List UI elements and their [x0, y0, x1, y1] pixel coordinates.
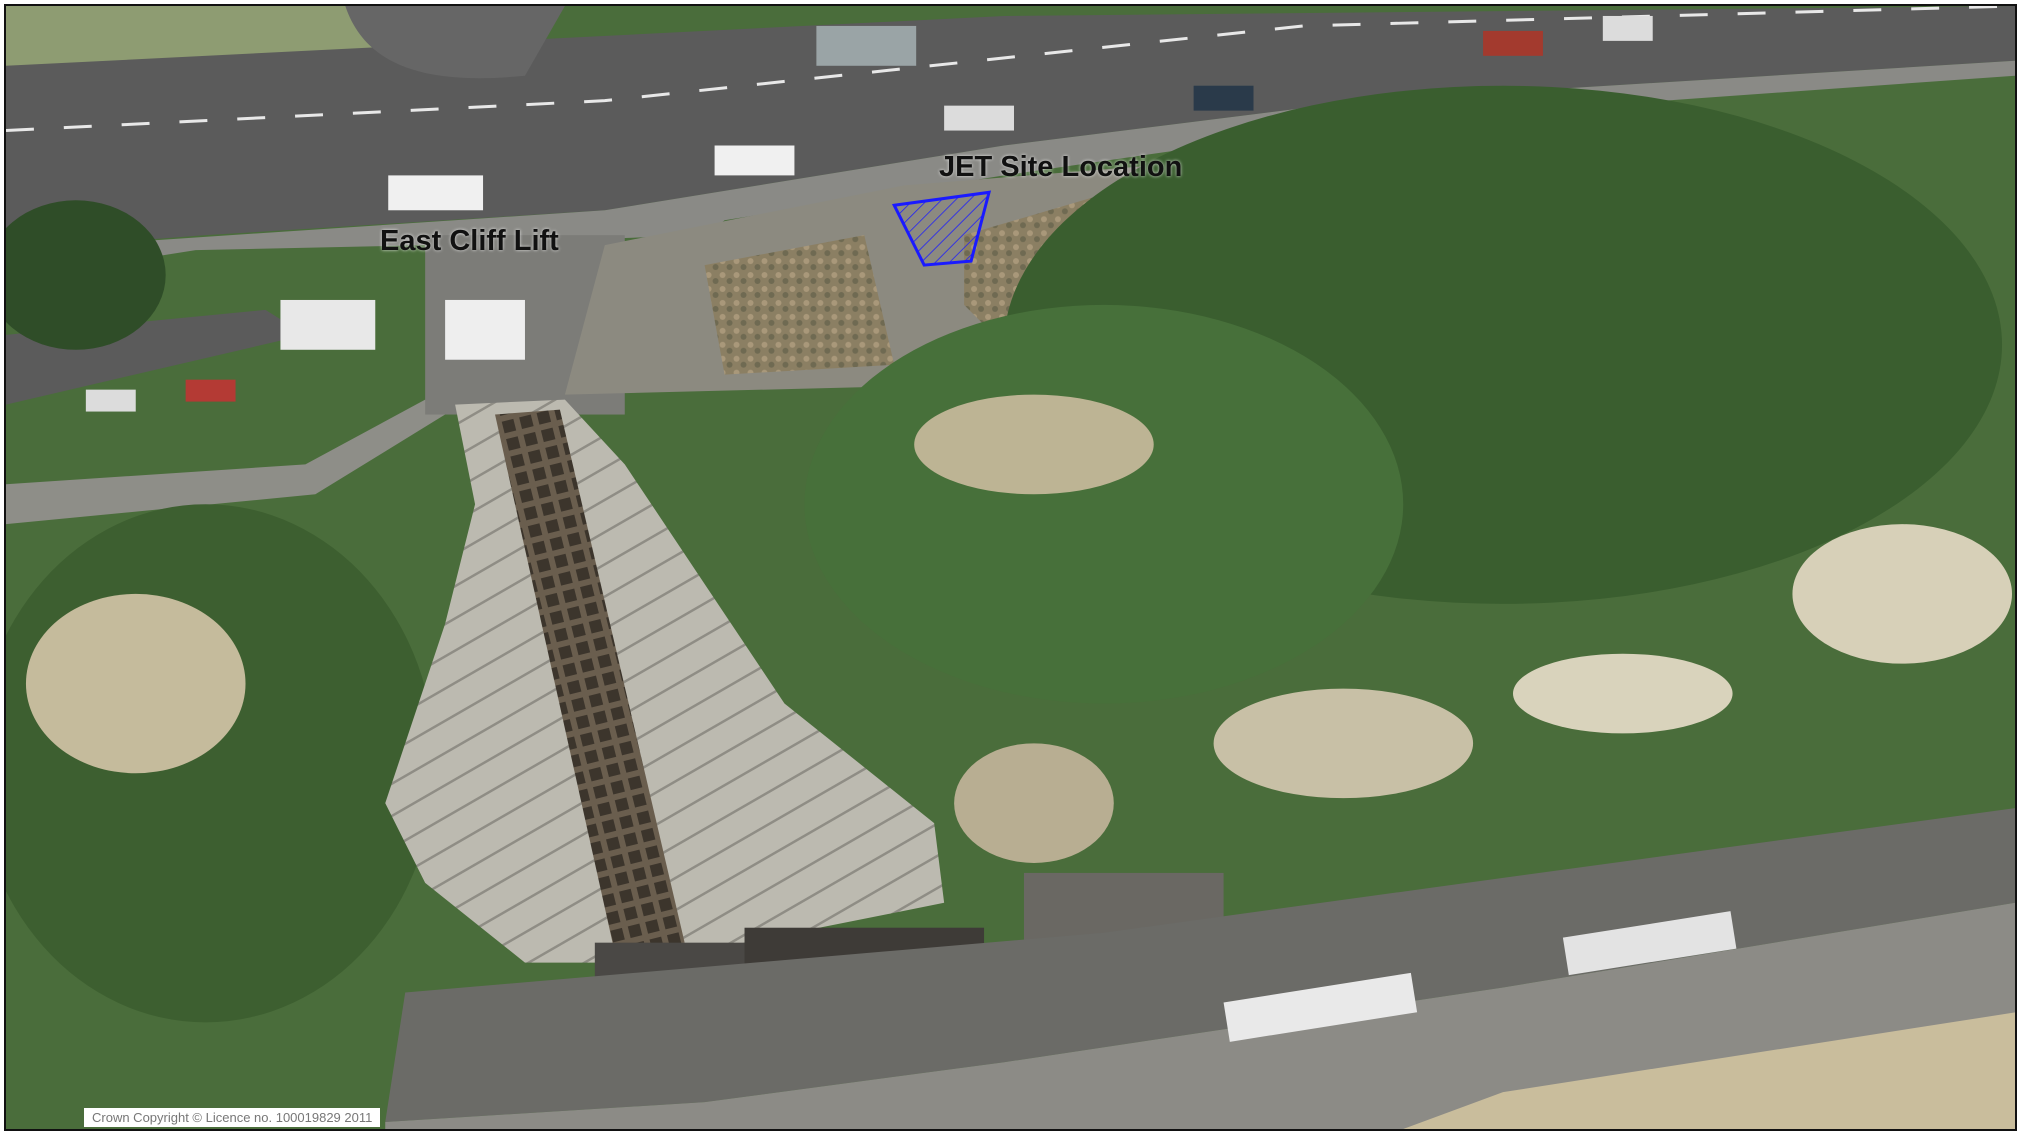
- beach-sand: [1403, 1012, 2015, 1129]
- sand-patch: [1512, 653, 1733, 734]
- kiosk-roof: [280, 299, 376, 350]
- road-centerline: [6, 6, 2015, 133]
- vehicle: [1483, 30, 1543, 56]
- aerial-map: [6, 6, 2015, 1129]
- sand-patch: [954, 743, 1114, 863]
- lift-railway: [495, 409, 685, 953]
- east-cliff-lift-label: East Cliff Lift: [380, 225, 559, 257]
- vehicle: [816, 25, 917, 66]
- sand-patch: [1213, 688, 1474, 799]
- sand-patch: [914, 394, 1154, 495]
- top-footpath: [6, 60, 2015, 281]
- scrub-cluster: [804, 304, 1404, 704]
- beach-hut-roof: [1562, 911, 1737, 976]
- jet-site-label: JET Site Location: [939, 151, 1183, 183]
- vehicle: [1193, 85, 1254, 111]
- lift-building-roof: [445, 299, 525, 360]
- tree-cluster: [6, 200, 166, 350]
- map-frame: East Cliff Lift JET Site Location Crown …: [4, 4, 2017, 1131]
- vehicle: [1602, 15, 1653, 41]
- flowerbed-left: [704, 235, 895, 375]
- promenade: [385, 902, 2015, 1129]
- vehicle: [85, 389, 136, 412]
- sand-patch: [25, 593, 246, 774]
- vehicle: [714, 145, 795, 176]
- jet-site-polygon: [891, 190, 992, 267]
- sand-patch: [1792, 524, 2013, 664]
- undercliff-drive: [385, 808, 2015, 1123]
- copyright-notice: Crown Copyright © Licence no. 100019829 …: [84, 1108, 381, 1127]
- left-footpath: [6, 399, 446, 525]
- vehicle: [388, 175, 484, 211]
- vehicle: [944, 105, 1014, 131]
- vehicle: [185, 379, 236, 402]
- junction-road: [345, 6, 565, 79]
- beach-hut-roof: [1223, 972, 1418, 1042]
